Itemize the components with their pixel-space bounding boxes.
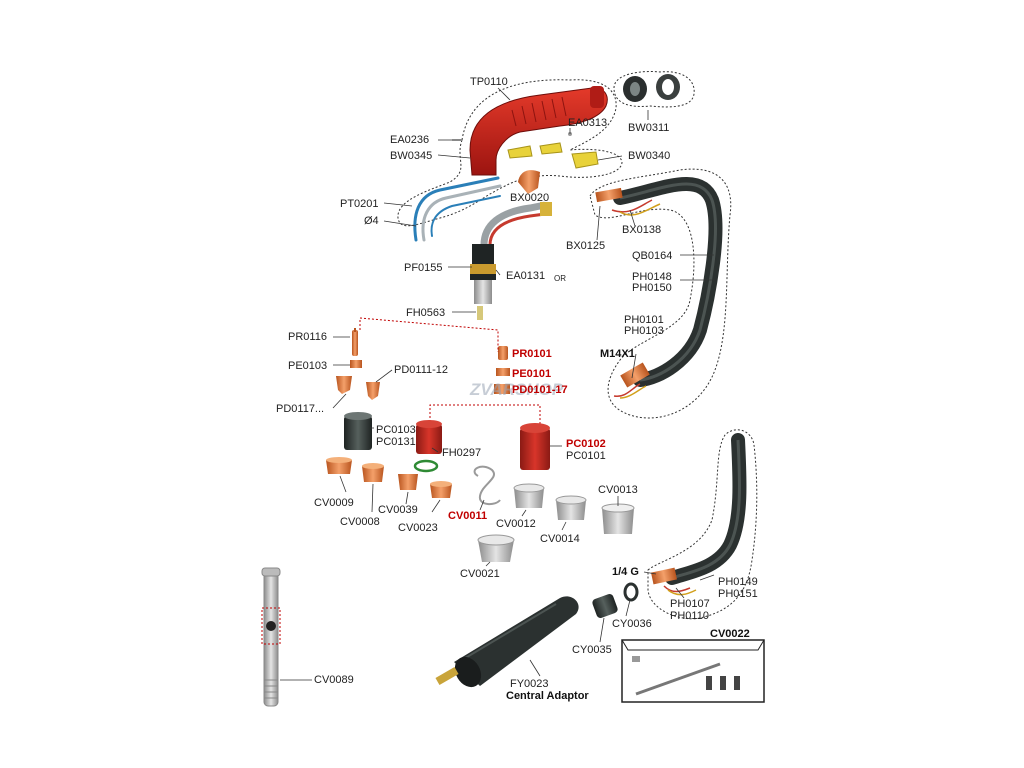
nut-cy0035 xyxy=(592,593,618,619)
label-pf0155: PF0155 xyxy=(404,262,443,274)
label-cv0009: CV0009 xyxy=(314,497,354,509)
label-central-adaptor: Central Adaptor xyxy=(506,690,589,702)
hose-ph0149 xyxy=(651,433,747,596)
guides-grey xyxy=(477,483,635,562)
label-pe0103: PE0103 xyxy=(288,360,328,372)
label-cv0089: CV0089 xyxy=(314,674,354,686)
label-pe0101: PE0101 xyxy=(512,368,552,380)
label-1-4g: 1/4 G xyxy=(612,566,639,578)
label-cy0036: CY0036 xyxy=(612,618,652,630)
label-cv0023: CV0023 xyxy=(398,522,438,534)
watermark-text: ZVARSHOP xyxy=(470,380,564,399)
hose-qb0164 xyxy=(595,177,723,399)
label-cy0035: CY0035 xyxy=(572,644,612,656)
label-bw0345: BW0345 xyxy=(390,150,433,162)
cup-pc0131 xyxy=(416,420,442,454)
cup-pc0102 xyxy=(520,423,550,470)
label-fh0297: FH0297 xyxy=(442,447,482,459)
label-pt0201: PT0201 xyxy=(340,198,379,210)
label-ph0151: PH0151 xyxy=(718,588,758,600)
label-pc0102: PC0102 xyxy=(566,438,606,450)
label-ea0131-or: OR xyxy=(554,274,566,283)
label-pc0101: PC0101 xyxy=(566,450,606,462)
label-cv0021: CV0021 xyxy=(460,568,500,580)
spring-cv0011 xyxy=(473,465,501,506)
label-bx0020: BX0020 xyxy=(510,192,550,204)
yellow-parts-bw0340 xyxy=(507,142,599,169)
fitting-bx0020 xyxy=(518,170,540,194)
label-d4: Ø4 xyxy=(364,215,379,227)
label-qb0164: QB0164 xyxy=(632,250,673,262)
label-cv0039: CV0039 xyxy=(378,504,418,516)
label-ph0150: PH0150 xyxy=(632,282,672,294)
ring-cy0036 xyxy=(623,582,639,602)
case-cv0022 xyxy=(621,639,765,703)
group-outlines xyxy=(397,71,758,620)
label-cv0012: CV0012 xyxy=(496,518,536,530)
label-pr0101: PR0101 xyxy=(512,348,552,360)
consumables-right xyxy=(494,346,510,394)
label-ea0236: EA0236 xyxy=(390,134,430,146)
leader-lines xyxy=(280,87,715,681)
label-ph0101: PH0101 xyxy=(624,314,664,326)
label-bx0138: BX0138 xyxy=(622,224,662,236)
label-ea0131: EA0131 xyxy=(506,270,546,282)
label-cv0008: CV0008 xyxy=(340,516,380,528)
label-pr0116: PR0116 xyxy=(288,331,327,343)
torch-handle-tp0110 xyxy=(469,86,608,176)
label-cv0014: CV0014 xyxy=(540,533,580,545)
tube-fh0563 xyxy=(477,306,483,320)
tool-cv0089 xyxy=(261,567,281,707)
label-ea0313: EA0313 xyxy=(568,117,608,129)
label-pd0117: PD0117... xyxy=(276,403,325,415)
label-bx0125: BX0125 xyxy=(566,240,606,252)
red-connectors xyxy=(359,317,541,430)
label-bw0311: BW0311 xyxy=(628,122,670,134)
label-cv0022: CV0022 xyxy=(710,628,750,640)
label-fh0563: FH0563 xyxy=(406,307,446,319)
label-cv0013: CV0013 xyxy=(598,484,638,496)
ring-bw0311 xyxy=(623,74,680,102)
label-ph0103: PH0103 xyxy=(624,325,664,337)
label-fy0023: FY0023 xyxy=(510,678,549,690)
pipes-pt0201 xyxy=(413,176,502,242)
label-cv0011: CV0011 xyxy=(448,510,488,522)
consumables-left xyxy=(336,328,380,400)
oring-fh0297 xyxy=(413,459,439,473)
label-pd0111: PD0111-12 xyxy=(394,364,449,376)
label-ph0149: PH0149 xyxy=(718,576,758,588)
label-pc0131: PC0131 xyxy=(376,436,416,448)
label-m14x1: M14X1 xyxy=(600,348,635,360)
label-ph0110: PH0110 xyxy=(670,610,709,622)
torch-body-pf0155 xyxy=(470,201,552,304)
label-pd0101: PD0101-17 xyxy=(512,384,568,396)
label-bw0340: BW0340 xyxy=(628,150,671,162)
central-adaptor-fy0023 xyxy=(435,596,579,688)
label-pc0103: PC0103 xyxy=(376,424,416,436)
label-ph0107: PH0107 xyxy=(670,598,710,610)
label-tp0110: TP0110 xyxy=(470,76,508,88)
spacers-copper xyxy=(326,457,452,498)
label-ph0148: PH0148 xyxy=(632,271,672,283)
cup-pc0103 xyxy=(344,412,372,450)
